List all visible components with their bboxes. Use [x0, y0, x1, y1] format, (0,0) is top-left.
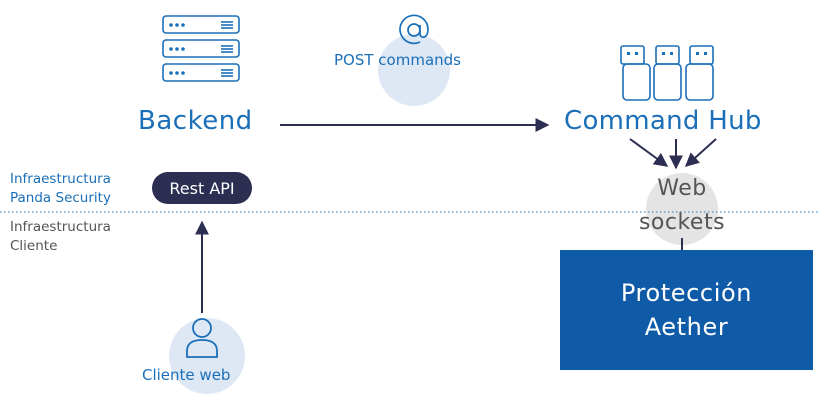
proteccion-aether-line2: Aether [644, 313, 729, 341]
backend-label: Backend [138, 106, 253, 136]
hub-to-sockets-arrow-left [629, 138, 669, 167]
rest-api-label: Rest API [169, 178, 235, 198]
user-icon [186, 318, 218, 358]
hub-to-sockets-arrow-right [684, 138, 717, 167]
usb-devices-icon [620, 45, 714, 101]
web-sockets-line2: sockets [638, 210, 726, 235]
zone-cliente-line1: Infraestructura [10, 219, 111, 235]
zone-panda-security-label: Infraestructura Panda Security [10, 170, 111, 208]
post-highlight-circle [378, 34, 450, 106]
zone-panda-security-line1: Infraestructura [10, 171, 111, 187]
server-stack-icon [162, 15, 240, 82]
zone-panda-security-line2: Panda Security [10, 190, 111, 206]
zone-cliente-line2: Cliente [10, 238, 58, 254]
cliente-web-label: Cliente web [142, 366, 231, 384]
proteccion-aether-box: Protección Aether [560, 250, 813, 370]
command-hub-label: Command Hub [564, 106, 762, 136]
zone-cliente-label: Infraestructura Cliente [10, 218, 111, 256]
post-commands-label: POST commands [334, 51, 461, 69]
proteccion-aether-line1: Protección [620, 279, 753, 307]
web-sockets-line1: Web [657, 176, 707, 201]
at-sign-icon [399, 14, 429, 45]
rest-api-pill: Rest API [152, 172, 252, 204]
web-sockets-highlight-circle [646, 173, 718, 245]
client-highlight-circle [169, 318, 245, 394]
